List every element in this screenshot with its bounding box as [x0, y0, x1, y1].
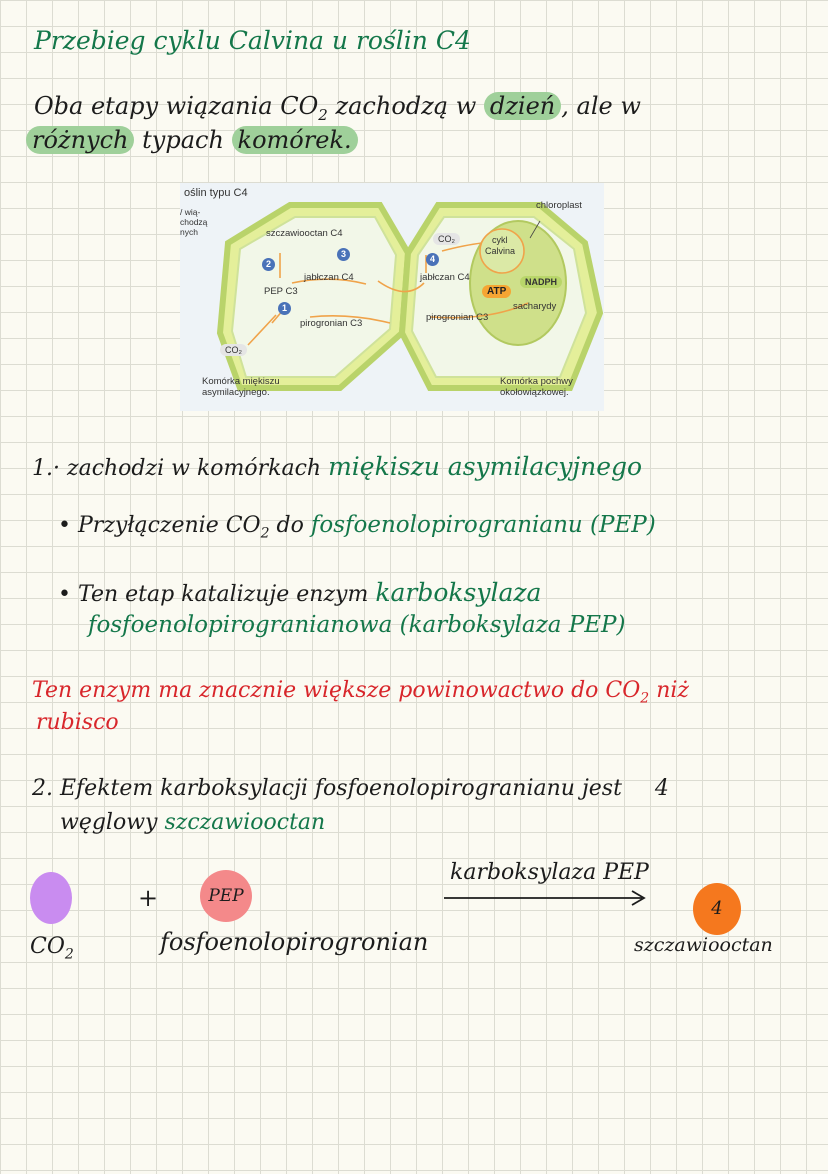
diagram-corner-title: oślin typu C4 [184, 187, 248, 199]
diagram-step-2: 2 [262, 258, 275, 271]
note-line-1: Ten enzym ma znacznie większe powinowact… [32, 678, 689, 706]
diagram-co2-top: CO₂ [433, 233, 460, 245]
bullet-2-text-a: Ten etap katalizuje enzym [77, 582, 369, 607]
note-text-a: Ten enzym ma znacznie większe powinowact… [32, 678, 641, 703]
enzyme-label: karboksylaza PEP [450, 860, 649, 885]
bullet-2-text-b: karboksylaza [375, 578, 542, 607]
diagram-malate-right: jabłczan C4 [420, 272, 470, 283]
point2-text-b: 4 [654, 776, 669, 801]
diagram-corner-sub3: nych [180, 227, 198, 237]
bullet-2-dot: • [58, 582, 71, 607]
pep-circle-label: PEP [208, 886, 244, 906]
pep-circle: PEP [200, 870, 252, 922]
diagram-step-3: 3 [337, 248, 350, 261]
intro-text-types: typach [142, 126, 224, 154]
reaction-arrow [444, 890, 646, 906]
bullet-2: • Ten etap katalizuje enzym karboksylaza [58, 578, 541, 607]
product-circle: 4 [693, 883, 741, 935]
diagram-corner-sub2: chodzą [180, 217, 208, 227]
diagram-corner-sub1: / wią- [180, 207, 201, 217]
note-sub: 2 [640, 690, 650, 707]
point2-line-1: 2. Efektem karboksylacji fosfoenolopirog… [32, 776, 669, 801]
diagram-cell-left-1: Komórka miękiszu [202, 376, 280, 387]
intro-text-b: zachodzą w [335, 92, 477, 120]
diagram-chloroplast-label: chloroplast [536, 200, 582, 211]
diagram-step-1: 1 [278, 302, 291, 315]
equation-plus: + [138, 884, 159, 912]
co2-label-text: CO [30, 934, 65, 959]
product-circle-label: 4 [711, 898, 723, 919]
diagram-pyruvate-left: pirogronian C3 [300, 318, 363, 329]
point1-text-b: miękiszu asymilacyjnego [328, 452, 643, 481]
point1-line: 1.· zachodzi w komórkach miękiszu asymil… [32, 452, 642, 481]
diagram-sugars: sacharydy [513, 301, 557, 312]
c4-diagram: oślin typu C4 / wią- chodzą nych chlorop… [180, 183, 604, 411]
co2-circle [30, 872, 72, 924]
point2-text-carbon: węglowy [60, 810, 158, 835]
intro-line-2: różnych typach komórek. [26, 126, 358, 154]
bullet-2-line-2: fosfoenolopirogranianowa (karboksylaza P… [88, 612, 626, 638]
intro-line-1: Oba etapy wiązania CO2 zachodzą w dzień,… [34, 92, 641, 124]
intro-sub: 2 [318, 105, 328, 124]
bullet-1-text-c: fosfoenolopirogranianu (PEP) [310, 512, 656, 538]
diagram-pep: PEP C3 [264, 286, 298, 297]
intro-highlight-day: dzień [483, 92, 562, 120]
bullet-1-text-b: do [276, 513, 304, 538]
product-label: szczawiooctan [634, 934, 773, 956]
diagram-oxaloacetate: szczawiooctan C4 [266, 228, 343, 239]
page-title: Przebieg cyklu Calvina u roślin C4 [34, 26, 471, 55]
co2-label: CO2 [30, 934, 74, 962]
bullet-1-dot: • [58, 513, 71, 538]
diagram-cell-left-2: asymilacyjnego. [202, 387, 270, 398]
diagram-step-4: 4 [426, 253, 439, 266]
point1-text-a: zachodzi w komórkach [66, 456, 322, 481]
pep-label: fosfoenolopirogronian [160, 928, 429, 956]
diagram-calvin-1: cykl [492, 235, 508, 245]
bullet-1: • Przyłączenie CO2 do fosfoenolopirogran… [58, 512, 656, 541]
note-line-2: rubisco [36, 710, 119, 735]
diagram-cell-right-1: Komórka pochwy [500, 376, 573, 387]
bullet-1-sub: 2 [260, 525, 270, 542]
diagram-nadph: NADPH [520, 276, 563, 288]
intro-highlight-different: różnych [26, 126, 135, 154]
intro-highlight-cells: komórek. [231, 126, 358, 154]
point1-num: 1.· [32, 456, 60, 481]
intro-text-a: Oba etapy wiązania CO [34, 92, 319, 120]
point2-text-oxaloacetate: szczawiooctan [164, 810, 326, 835]
bullet-1-text-a: Przyłączenie CO [77, 513, 261, 538]
diagram-pyruvate-right: pirogronian C3 [426, 312, 489, 323]
point2-text-a: 2. Efektem karboksylacji fosfoenolopirog… [32, 776, 622, 801]
diagram-cell-right-2: okołowiązkowej. [500, 387, 569, 398]
diagram-co2-bottom: CO₂ [220, 344, 247, 356]
note-text-b: niż [656, 678, 689, 703]
point2-line-2: węglowy szczawiooctan [60, 810, 325, 835]
diagram-calvin-2: Calvina [485, 246, 516, 256]
co2-label-sub: 2 [64, 946, 74, 963]
diagram-malate-left: jabłczan C4 [304, 272, 354, 283]
intro-text-c: , ale w [561, 92, 641, 120]
diagram-atp: ATP [482, 285, 512, 298]
